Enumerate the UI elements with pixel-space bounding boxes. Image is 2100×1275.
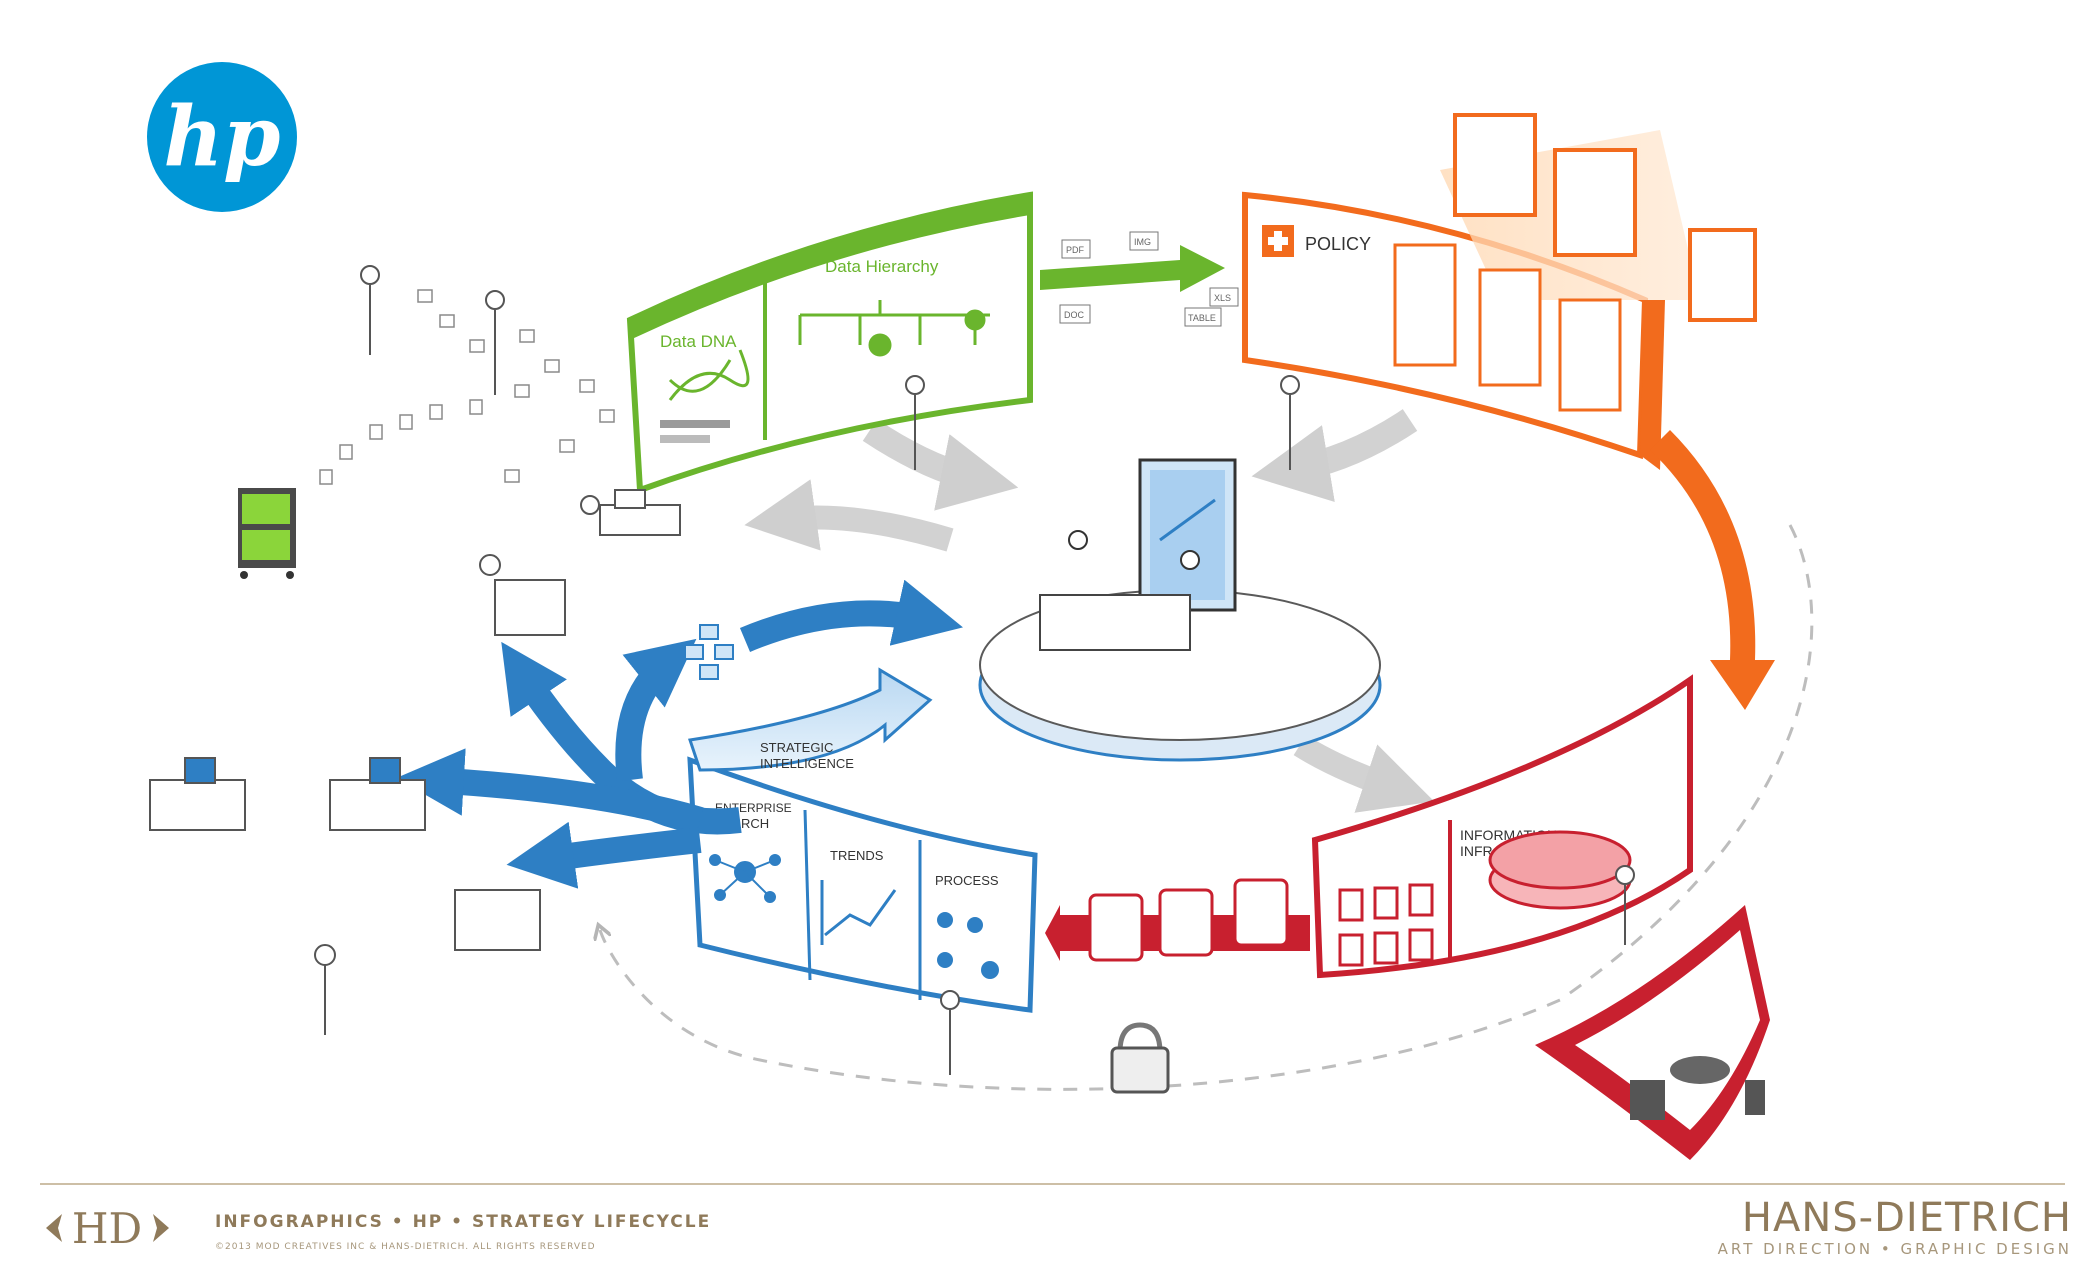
svg-text:HD: HD bbox=[72, 1204, 142, 1253]
database-icon bbox=[1488, 830, 1632, 910]
padlock-icon bbox=[1110, 1022, 1170, 1094]
gray-flow-arrows bbox=[744, 409, 1435, 813]
data-panel: Data DNA Data Hierarchy bbox=[626, 191, 1033, 495]
orange-flow-arrow bbox=[1650, 430, 1775, 710]
network-node-icon bbox=[709, 854, 781, 903]
brand-tagline: ART DIRECTION • GRAPHIC DESIGN bbox=[1717, 1240, 2072, 1258]
intelligence-panel: STRATEGIC INTELLIGENCE ENTERPRISE SEARCH… bbox=[687, 667, 1038, 1013]
infrastructure-panel: INFORMATION INFRASTRUCTURE bbox=[1311, 674, 1693, 979]
workstation-figures bbox=[149, 265, 1635, 1075]
data-room bbox=[1535, 905, 1770, 1160]
policy-panel: POLICY bbox=[1242, 113, 1757, 470]
hd-logo: HD bbox=[46, 1204, 169, 1253]
strategic-label-2: INTELLIGENCE bbox=[760, 756, 854, 771]
scattered-documents bbox=[319, 289, 615, 485]
data-hierarchy-label: Data Hierarchy bbox=[825, 257, 939, 276]
process-label: PROCESS bbox=[935, 873, 999, 888]
svg-text:PDF: PDF bbox=[1066, 245, 1085, 255]
dna-icon bbox=[668, 349, 750, 401]
hp-logo[interactable]: hp bbox=[147, 62, 297, 212]
trend-chart-icon bbox=[820, 880, 897, 945]
svg-text:DOC: DOC bbox=[1064, 310, 1085, 320]
strategic-label-1: STRATEGIC bbox=[760, 740, 833, 755]
footer-brand: HANS-DIETRICH ART DIRECTION • GRAPHIC DE… bbox=[1672, 1196, 2072, 1266]
footer-title: INFOGRAPHICS • HP • STRATEGY LIFECYCLE bbox=[215, 1212, 712, 1232]
policy-label: POLICY bbox=[1305, 234, 1371, 254]
red-flow-arrow bbox=[1045, 878, 1310, 962]
hierarchy-icon bbox=[798, 300, 990, 357]
svg-text:IMG: IMG bbox=[1134, 237, 1151, 247]
policy-icon bbox=[1262, 225, 1294, 257]
footer-left: HD INFOGRAPHICS • HP • STRATEGY LIFECYCL… bbox=[40, 1198, 940, 1268]
svg-text:hp: hp bbox=[164, 89, 281, 185]
svg-text:XLS: XLS bbox=[1214, 293, 1231, 303]
trends-label: TRENDS bbox=[830, 848, 884, 863]
brand-name: HANS-DIETRICH bbox=[1741, 1195, 2072, 1241]
footer-copyright: ©2013 MOD CREATIVES INC & HANS-DIETRICH.… bbox=[215, 1242, 596, 1252]
network-hub-icon bbox=[684, 624, 734, 680]
return-loop-path bbox=[600, 524, 1814, 1091]
svg-text:TABLE: TABLE bbox=[1188, 313, 1216, 323]
central-workspace bbox=[978, 458, 1382, 762]
footer-divider bbox=[40, 1183, 2065, 1185]
distribution-arrows bbox=[396, 579, 963, 889]
green-flow-arrow: PDF IMG XLS DOC TABLE bbox=[1040, 231, 1239, 327]
flowchart-icon bbox=[937, 912, 999, 979]
data-dna-label: Data DNA bbox=[660, 332, 737, 351]
server-rack-icon bbox=[238, 488, 296, 579]
